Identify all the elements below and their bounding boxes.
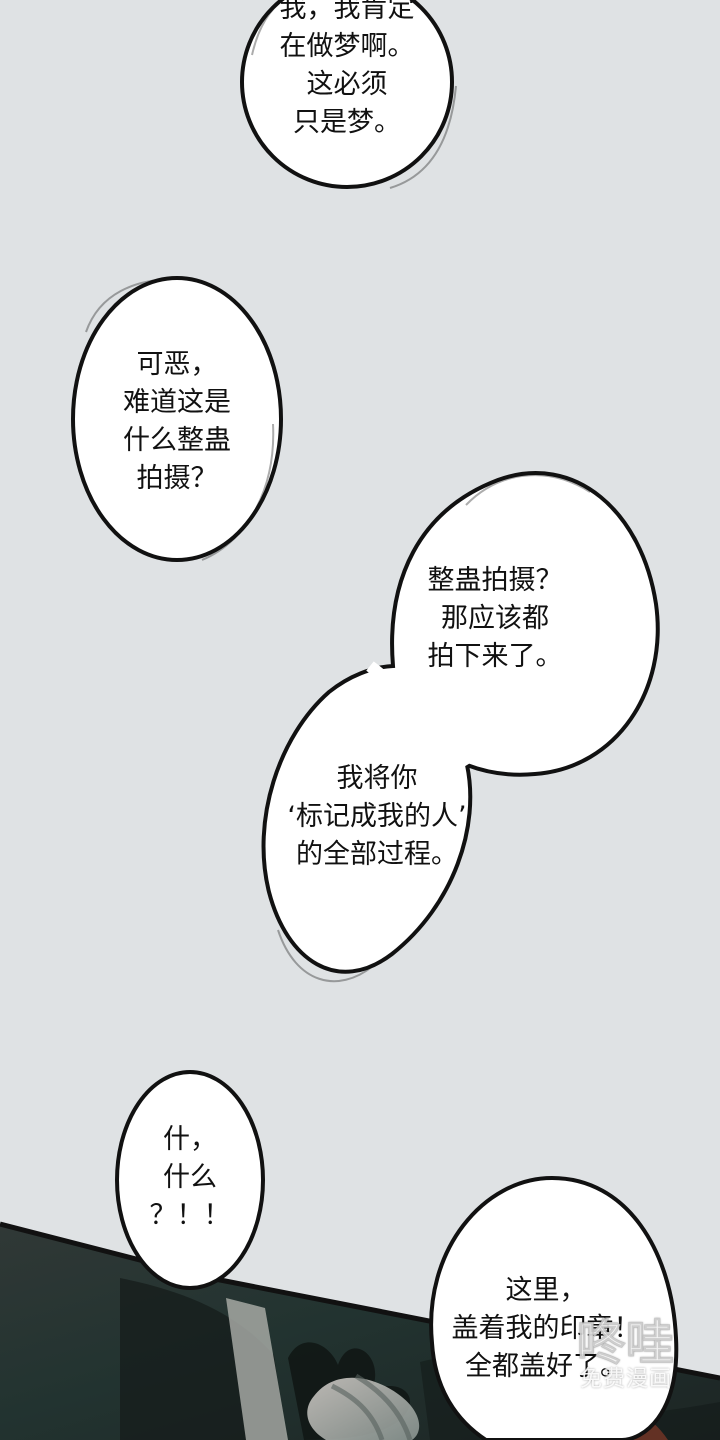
bubble-text-line: 那应该都	[441, 603, 549, 634]
bubble-text-line: ‘标记成我的人’	[287, 801, 467, 832]
what-bubble-text: 什， 什么 ？！！	[130, 1121, 250, 1235]
hand-shadow-lines	[330, 1373, 413, 1440]
bubble-text-line: ？！！	[149, 1200, 231, 1231]
bubble-text-line: 在做梦啊。	[279, 31, 415, 62]
bubble-text-line: 我将你	[336, 763, 418, 794]
speech-bubble-recording-combined	[261, 471, 660, 974]
bubble-text-line: 这里，	[505, 1275, 587, 1306]
watermark-caption: 免费漫画	[579, 1367, 672, 1392]
bubble-text-line: 只是梦。	[293, 107, 401, 138]
bubble-text-line: 盖着我的印章！	[451, 1313, 641, 1344]
watermark: 咚哇 免费漫画	[566, 1318, 686, 1412]
prank-bubble-text: 可恶， 难道这是 什么整蛊 拍摄？	[102, 346, 252, 498]
bubble-text-line: 可恶，	[136, 349, 218, 380]
stamp-bubble-text: 这里， 盖着我的印章！ 全都盖好了。	[446, 1272, 646, 1386]
bubble-text-line: 我，我肯定	[279, 0, 415, 24]
bubble-text-line: 什么整蛊	[123, 425, 231, 456]
bubble-text-line: 的全部过程。	[296, 839, 458, 870]
recording-question-text: 整蛊拍摄？ 那应该都 拍下来了。	[420, 562, 570, 676]
bubble-text-line: 难道这是	[123, 387, 231, 418]
dark-hand-silhouette	[288, 1342, 411, 1440]
pale-hand-shape	[307, 1377, 420, 1440]
marking-process-text: 我将你 ‘标记成我的人’ 的全部过程。	[267, 760, 487, 874]
bubble-text-line: 全都盖好了。	[465, 1351, 627, 1382]
bubble-join-mask	[366, 661, 473, 769]
bubble-text-line: 什么	[163, 1162, 217, 1193]
watermark-logo-text: 咚哇	[576, 1315, 675, 1371]
bubble-text-line: 整蛊拍摄？	[427, 565, 563, 596]
bubble-text-line: 这必须	[306, 69, 388, 100]
bubble-text-line: 拍摄？	[136, 463, 218, 494]
dream-bubble-text: 我，我肯定 在做梦啊。 这必须 只是梦。	[272, 0, 422, 142]
pale-wall-strip	[226, 1298, 288, 1440]
bubble-text-line: 拍下来了。	[427, 641, 563, 672]
bubble-text-line: 什，	[163, 1124, 217, 1155]
background-dark-figure	[120, 1278, 286, 1440]
